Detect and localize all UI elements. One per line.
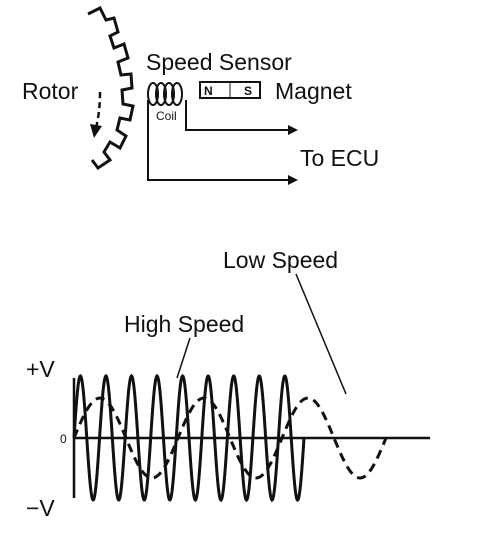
rotor-rotation-arrow (94, 91, 102, 129)
y-max-label: +V (26, 356, 55, 382)
to-ecu-label: To ECU (300, 145, 379, 171)
low-speed-waveform (72, 396, 388, 480)
magnet-label: Magnet (275, 78, 352, 104)
y-zero-label: 0 (60, 432, 67, 446)
rotor-gear-teeth (87, 5, 135, 171)
low-speed-leader (295, 273, 347, 395)
ecu-wire-lower-arrow (288, 175, 298, 185)
magnet-south-label: S (244, 84, 252, 98)
rotor-label: Rotor (22, 78, 79, 104)
y-min-label: −V (26, 495, 55, 521)
speed-sensor-label: Speed Sensor (146, 49, 292, 75)
magnet-north-label: N (204, 84, 213, 98)
high-speed-label: High Speed (124, 311, 244, 337)
coil-label: Coil (156, 109, 177, 123)
ecu-wire-upper-arrow (288, 125, 298, 135)
coil-icon (147, 82, 183, 106)
high-speed-leader (176, 337, 191, 379)
high-speed-waveform (72, 373, 306, 503)
rotor-arrow-head (90, 124, 102, 138)
ecu-wire-upper (185, 100, 288, 131)
low-speed-label: Low Speed (223, 247, 338, 273)
ecu-wire-lower (147, 100, 288, 181)
